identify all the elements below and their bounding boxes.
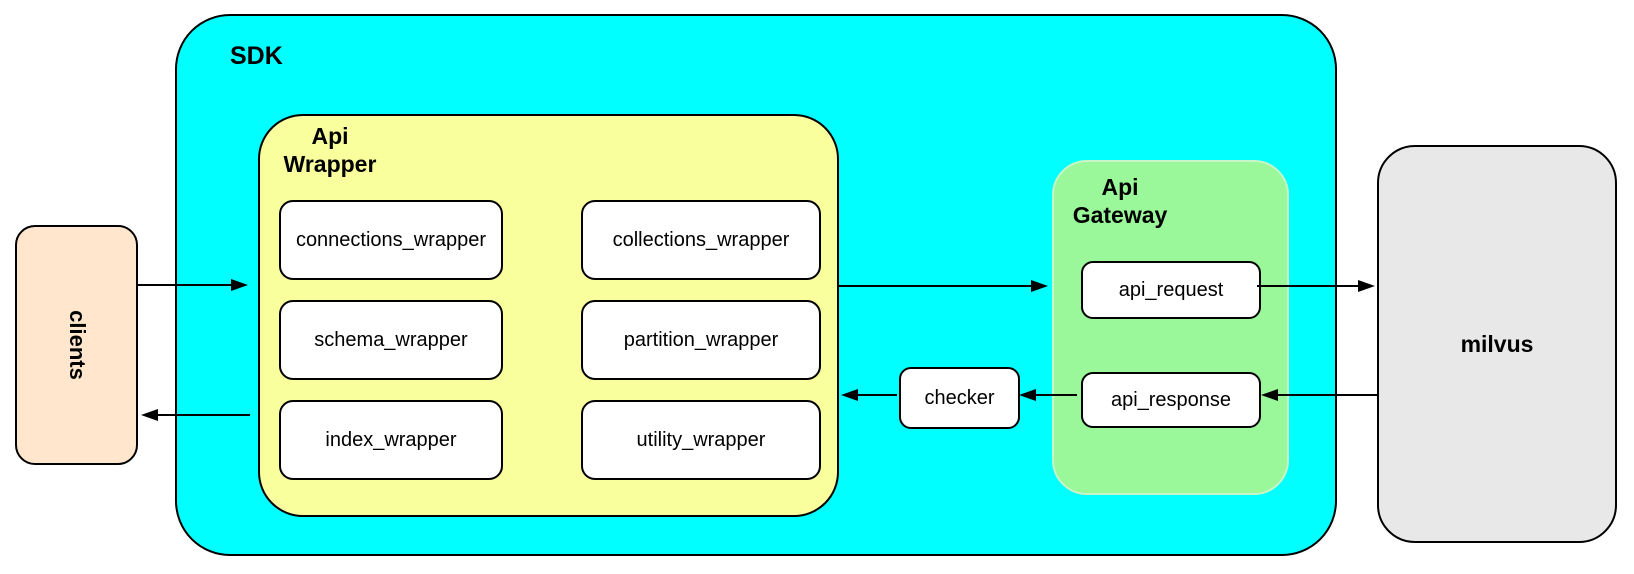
- clients-label: clients: [64, 310, 90, 380]
- api-response-box: api_response: [1081, 372, 1261, 428]
- api-request-box: api_request: [1081, 261, 1261, 319]
- api-gateway-label: Api Gateway: [1072, 174, 1168, 228]
- utility-wrapper-box: utility_wrapper: [581, 400, 821, 480]
- api-wrapper-container: Api Wrapper connections_wrapper collecti…: [258, 114, 839, 517]
- clients-box: clients: [15, 225, 138, 465]
- api-wrapper-label: Api Wrapper: [283, 123, 377, 177]
- schema-wrapper-box: schema_wrapper: [279, 300, 503, 380]
- checker-box: checker: [899, 367, 1020, 429]
- api-gateway-container: Api Gateway api_request api_response: [1052, 160, 1289, 495]
- sdk-label: SDK: [230, 42, 283, 70]
- collections-wrapper-box: collections_wrapper: [581, 200, 821, 280]
- index-wrapper-box: index_wrapper: [279, 400, 503, 480]
- partition-wrapper-box: partition_wrapper: [581, 300, 821, 380]
- sdk-container: SDK Api Wrapper connections_wrapper coll…: [175, 14, 1337, 556]
- connections-wrapper-box: connections_wrapper: [279, 200, 503, 280]
- milvus-box: milvus: [1377, 145, 1617, 543]
